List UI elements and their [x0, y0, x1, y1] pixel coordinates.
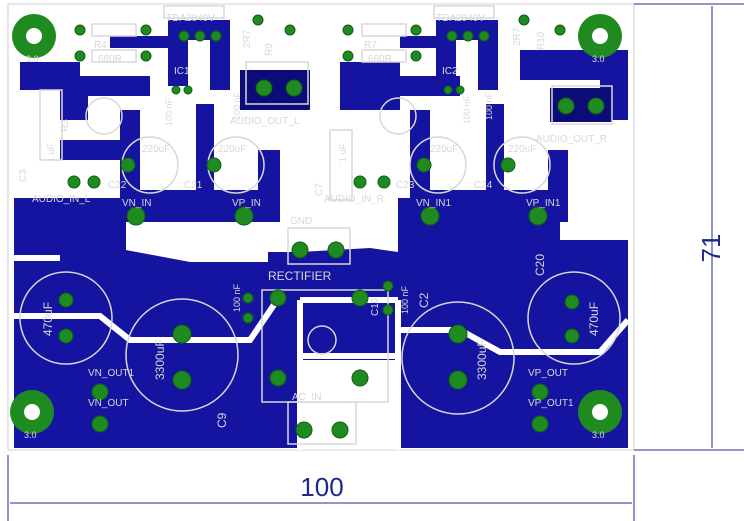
label-vp-out: VP_OUT — [528, 368, 568, 379]
label-hole-tl: 3.0 — [26, 54, 39, 64]
label-vp-in1: VP_IN1 — [526, 198, 561, 209]
label-cap-100nf-4: 100 nF — [484, 91, 494, 120]
label-r4: R4 — [94, 40, 107, 51]
label-c20: C20 — [533, 254, 547, 276]
label-c9: C9 — [215, 412, 229, 428]
label-c1uf-l: 1 uF — [46, 143, 56, 162]
label-r4-val: 680R — [98, 54, 122, 65]
dimension-lines — [7, 3, 744, 521]
label-c470-l: 470uF — [41, 302, 55, 336]
label-vn-out: VN_OUT — [88, 398, 129, 409]
label-c22-val: 220uF — [142, 144, 170, 155]
label-r7: R7 — [364, 40, 377, 51]
label-c3: C3 — [18, 169, 29, 182]
label-audio-in-l: AUDIO_IN_L — [32, 194, 91, 205]
label-audio-out-l: AUDIO_OUT_L — [230, 116, 300, 127]
label-c23-val: 220uF — [430, 144, 458, 155]
dimension-width: 100 — [300, 472, 343, 502]
label-vn-in: VN_IN — [122, 198, 151, 209]
mounting-hole-br — [578, 390, 622, 434]
label-c2: C2 — [417, 292, 431, 308]
silk-outlines — [19, 5, 621, 445]
label-c7: C7 — [314, 183, 325, 196]
label-ic1-ref: IC1 — [174, 66, 190, 77]
label-ic2: TDA2040V — [436, 13, 485, 24]
label-vn-in1: VN_IN1 — [416, 198, 451, 209]
silk-labels: TDA2040V TDA2040V R4 680R R3 R9 2R7 R7 6… — [18, 13, 607, 440]
label-c1uf-r: 1 uF — [338, 143, 348, 162]
label-cap-100nf-1: 100 nF — [164, 97, 174, 126]
label-c24-val: 220uF — [508, 144, 536, 155]
label-hole-br: 3.0 — [592, 430, 605, 440]
label-vp-out1: VP_OUT1 — [528, 398, 574, 409]
label-c470-r: 470uF — [587, 302, 601, 336]
label-c3300-r: 3300uF — [475, 339, 489, 380]
dimension-height: 71 — [696, 234, 726, 263]
label-r9: R9 — [264, 43, 275, 56]
label-r9-val: 2R7 — [242, 29, 253, 48]
label-c24: C24 — [474, 180, 493, 191]
label-hole-bl: 3.0 — [24, 430, 37, 440]
label-c3300-l: 3300uF — [153, 339, 167, 380]
label-ac-in: AC_IN — [292, 392, 321, 403]
label-audio-in-r: AUDIO_IN_R — [324, 194, 384, 205]
label-hole-tr: 3.0 — [592, 54, 605, 64]
label-r7-val: 680R — [368, 54, 392, 65]
mounting-hole-bl — [10, 390, 54, 434]
label-c10: C10 — [370, 297, 381, 316]
label-cap-100nf-5: 100 nF — [232, 283, 242, 312]
label-c21: C21 — [184, 180, 203, 191]
mounting-hole-tr — [578, 14, 622, 58]
label-cap-100nf-2: 100 nF — [232, 91, 242, 120]
mounting-holes — [10, 14, 622, 434]
label-c23: C23 — [396, 180, 415, 191]
pads — [58, 14, 605, 439]
label-c22: C22 — [108, 180, 127, 191]
label-r10: R10 — [536, 31, 547, 50]
label-gnd: GND — [290, 216, 312, 227]
label-r10-val: 2R7 — [512, 27, 523, 46]
label-ic1: TDA2040V — [166, 13, 215, 24]
label-vn-out1: VN_OUT1 — [88, 368, 135, 379]
isolation-gaps — [14, 255, 631, 450]
label-c21-val: 220uF — [218, 144, 246, 155]
label-cap-100nf-6: 100 nF — [400, 285, 410, 314]
label-cap-100nf-3: 100 nF — [462, 95, 472, 124]
mounting-hole-tl — [12, 14, 56, 58]
label-r3: R3 — [60, 119, 71, 132]
label-vp-in: VP_IN — [232, 198, 261, 209]
label-rectifier: RECTIFIER — [268, 269, 332, 283]
label-audio-out-r: AUDIO_OUT_R — [536, 134, 607, 145]
label-ic2-ref: IC2 — [442, 66, 458, 77]
